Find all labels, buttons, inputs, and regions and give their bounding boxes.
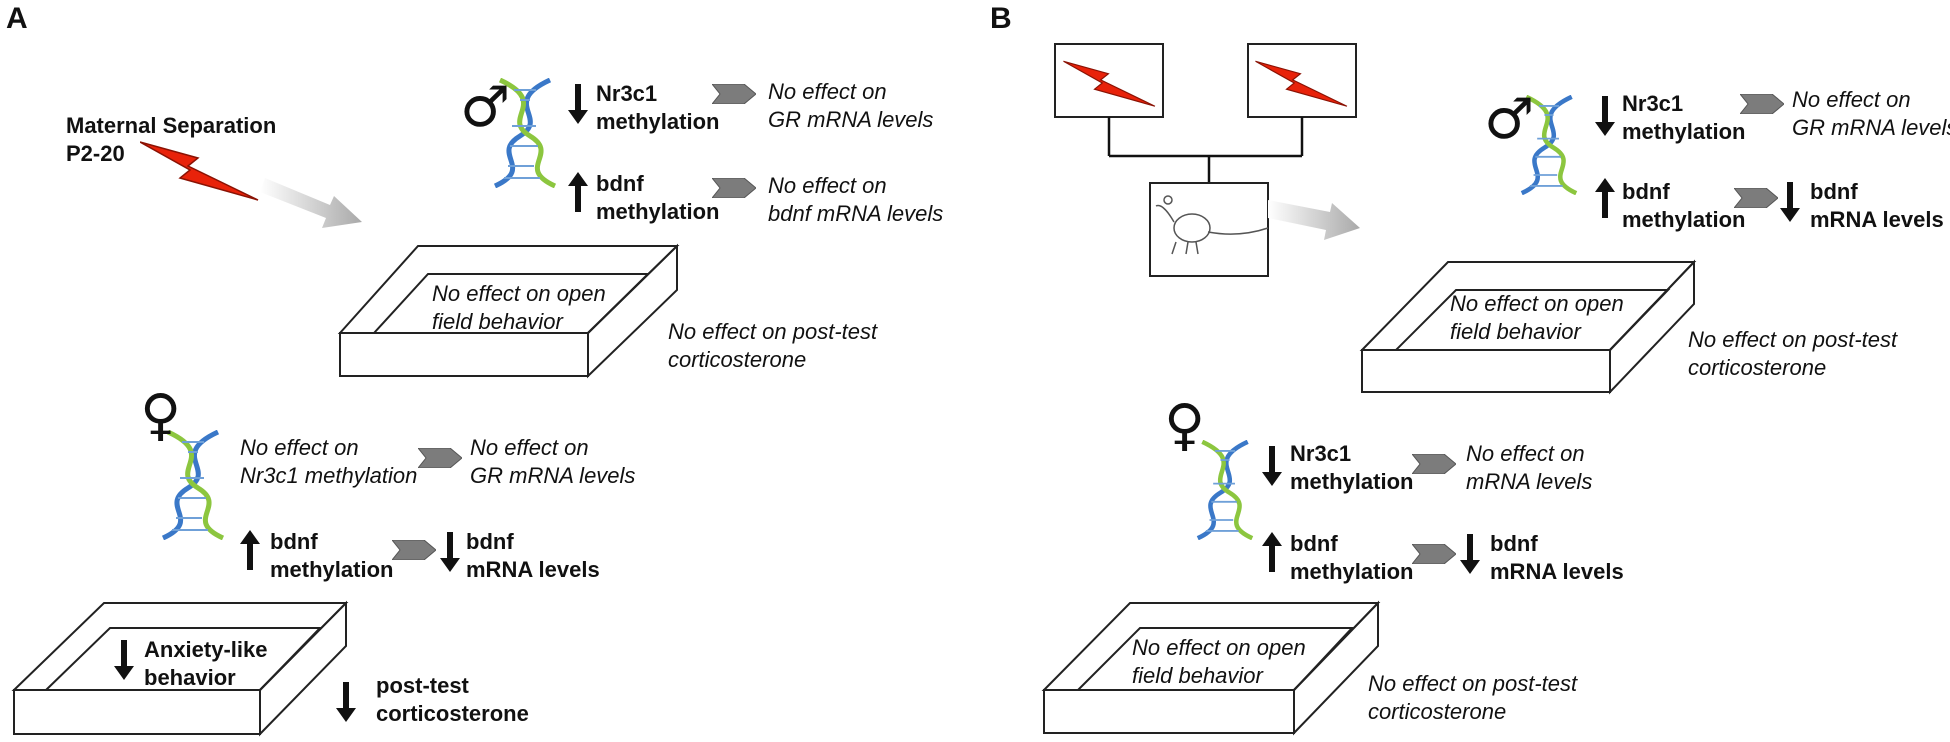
b-male-cort-line1: No effect on post-test [1688, 327, 1898, 352]
lightning-bolt-icon [140, 141, 259, 201]
down-arrow-icon [1262, 446, 1282, 486]
down-arrow-icon [440, 532, 460, 572]
b-female-bdnf-line2: methylation [1290, 559, 1414, 584]
a-female-bdnf-line1: bdnf [270, 529, 318, 554]
a-male-box-line1: No effect on open [432, 281, 606, 306]
b-female-box-line1: No effect on open [1132, 635, 1306, 660]
a-female-nr3c1-effect-line1: No effect on [470, 435, 589, 460]
up-arrow-icon [240, 530, 260, 570]
gray-chevron-arrow-icon [712, 84, 756, 104]
a-male-box-line2: field behavior [432, 309, 563, 334]
connector-lines [1107, 117, 1304, 183]
b-male-box-line2: field behavior [1450, 319, 1581, 344]
a-male-cort-line1: No effect on post-test [668, 319, 878, 344]
b-female-bdnf-line1: bdnf [1290, 531, 1338, 556]
a-male-nr3c1-line1: Nr3c1 [596, 81, 658, 106]
gray-chevron-arrow-icon [1740, 94, 1784, 114]
male-symbol-icon: ♂ [460, 75, 511, 140]
gray-chevron-arrow-icon [418, 448, 462, 468]
b-male-bdnf-line2: methylation [1622, 207, 1746, 232]
gray-chevron-arrow-icon [712, 178, 756, 198]
down-arrow-icon [568, 84, 588, 124]
b-female-nr3c1-line1: Nr3c1 [1290, 441, 1352, 466]
a-female-nr3c1-effect-line2: GR mRNA levels [470, 463, 636, 488]
open-field-box-icon [337, 243, 680, 379]
b-male-nr3c1-line2: methylation [1622, 119, 1746, 144]
a-female-cort-line2: corticosterone [376, 701, 529, 726]
down-arrow-icon [1460, 534, 1480, 574]
gray-fade-arrow-icon [1268, 200, 1360, 240]
panel-label-b: B [990, 2, 1012, 35]
panel-label-a: A [6, 2, 28, 35]
gray-fade-arrow-icon [260, 178, 362, 228]
a-female-bdnf-line2: methylation [270, 557, 394, 582]
gray-chevron-arrow-icon [1412, 454, 1456, 474]
female-symbol-icon: ♀ [140, 383, 182, 448]
female-symbol-icon: ♀ [1164, 393, 1206, 458]
up-arrow-icon [1262, 532, 1282, 572]
b-male-bdnf-effect-line1: bdnf [1810, 179, 1858, 204]
a-female-nr3c1-line1: No effect on [240, 435, 359, 460]
b-male-nr3c1-effect-line1: No effect on [1792, 87, 1911, 112]
dna-helix-icon [1198, 442, 1253, 538]
b-female-bdnf-effect-line1: bdnf [1490, 531, 1538, 556]
b-female-box-line2: field behavior [1132, 663, 1263, 688]
a-female-bdnf-effect-line2: mRNA levels [466, 557, 600, 582]
stressor-label-line2: P2-20 [66, 141, 125, 166]
down-arrow-icon [1595, 96, 1615, 136]
b-male-bdnf-effect-line2: mRNA levels [1810, 207, 1944, 232]
a-female-box-line2: behavior [144, 665, 236, 690]
a-male-bdnf-line1: bdnf [596, 171, 644, 196]
b-male-nr3c1-effect-line2: GR mRNA levels [1792, 115, 1950, 140]
a-male-nr3c1-line2: methylation [596, 109, 720, 134]
b-male-box-line1: No effect on open [1450, 291, 1624, 316]
a-female-bdnf-effect-line1: bdnf [466, 529, 514, 554]
open-field-box-icon [1359, 259, 1697, 395]
b-female-nr3c1-effect-line1: No effect on [1466, 441, 1585, 466]
a-female-cort-line1: post-test [376, 673, 469, 698]
male-symbol-icon: ♂ [1484, 87, 1535, 152]
open-field-box-icon [1041, 600, 1381, 736]
b-female-nr3c1-line2: methylation [1290, 469, 1414, 494]
up-arrow-icon [568, 172, 588, 212]
rat-icon [1155, 195, 1269, 255]
stressor-label-line1: Maternal Separation [66, 113, 277, 138]
b-female-nr3c1-effect-line2: mRNA levels [1466, 469, 1593, 494]
a-male-bdnf-line2: methylation [596, 199, 720, 224]
down-arrow-icon [336, 682, 356, 722]
a-female-nr3c1-line2: Nr3c1 methylation [240, 463, 418, 488]
b-male-bdnf-line1: bdnf [1622, 179, 1670, 204]
b-male-nr3c1-line1: Nr3c1 [1622, 91, 1684, 116]
a-male-nr3c1-effect-line1: No effect on [768, 79, 887, 104]
down-arrow-icon [114, 640, 134, 680]
b-female-cort-line2: corticosterone [1368, 699, 1507, 724]
b-female-cort-line1: No effect on post-test [1368, 671, 1578, 696]
up-arrow-icon [1595, 178, 1615, 218]
a-female-box-line1: Anxiety-like [144, 637, 268, 662]
a-male-nr3c1-effect-line2: GR mRNA levels [768, 107, 934, 132]
a-male-bdnf-effect-line1: No effect on [768, 173, 887, 198]
b-male-cort-line2: corticosterone [1688, 355, 1827, 380]
a-male-bdnf-effect-line2: bdnf mRNA levels [768, 201, 944, 226]
gray-chevron-arrow-icon [1734, 188, 1778, 208]
open-field-box-icon [11, 600, 349, 737]
gray-chevron-arrow-icon [1412, 544, 1456, 564]
gray-chevron-arrow-icon [392, 540, 436, 560]
down-arrow-icon [1780, 182, 1800, 222]
a-male-cort-line2: corticosterone [668, 347, 807, 372]
b-female-bdnf-effect-line2: mRNA levels [1490, 559, 1624, 584]
